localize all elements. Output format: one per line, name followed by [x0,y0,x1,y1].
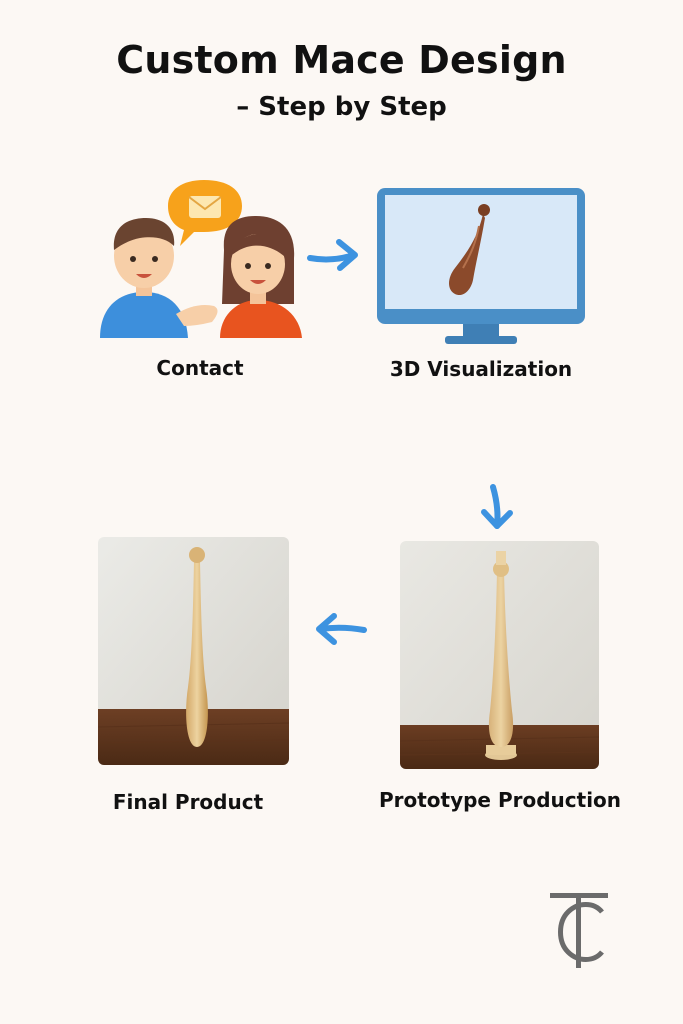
woman-avatar-icon [220,216,302,338]
page-subtitle: – Step by Step [236,92,447,122]
monitor-icon [377,188,585,344]
step-label-3d-visualization: 3D Visualization [389,357,573,381]
arrow-right-icon [307,239,358,271]
contact-illustration [100,180,302,338]
speech-bubble-icon [168,180,242,246]
step-label-final-product: Final Product [112,790,264,814]
man-avatar-icon [100,218,218,338]
prototype-photo [400,541,599,769]
step-label-contact: Contact [156,356,244,380]
envelope-icon [189,196,221,218]
step-label-prototype-production: Prototype Production [378,788,622,812]
page-title: Custom Mace Design [116,38,567,82]
mace-3d-model-icon [449,204,490,296]
arrow-down-icon [481,484,513,529]
arrow-left-icon [316,613,367,645]
tc-monogram-logo [550,893,608,968]
final-product-photo [98,537,289,765]
